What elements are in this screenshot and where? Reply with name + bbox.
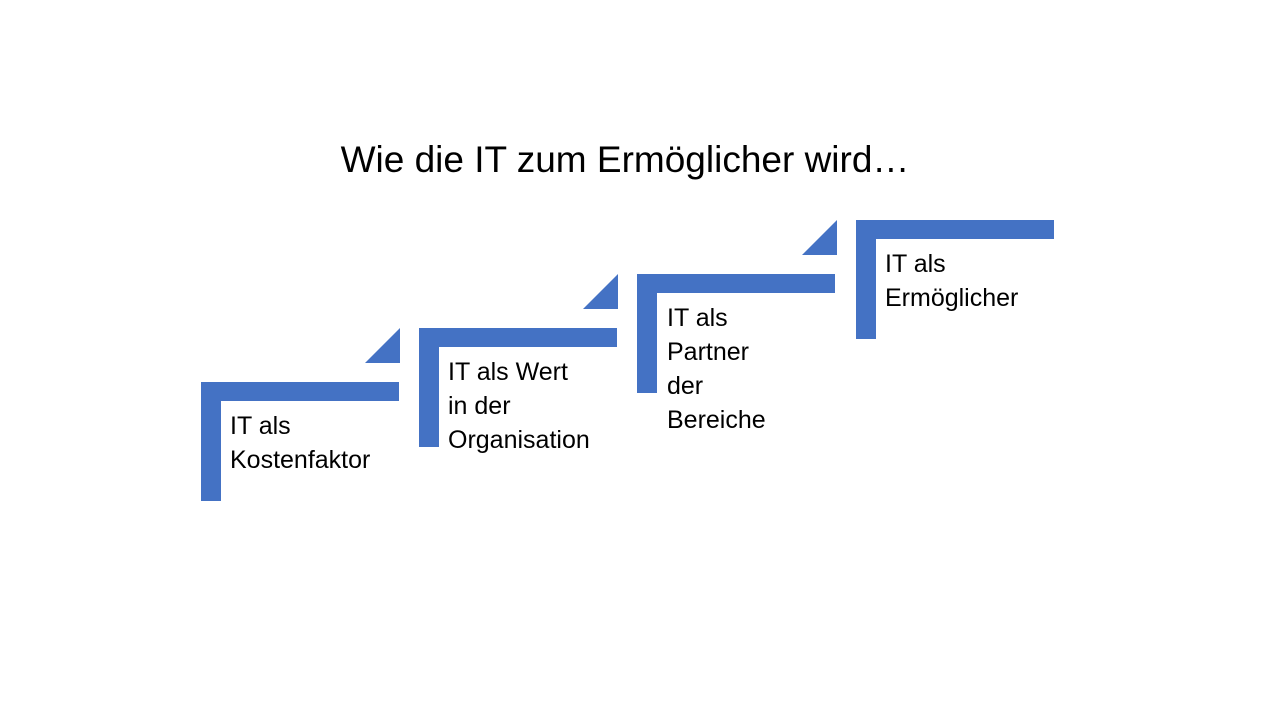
step-4-label: IT als Ermöglicher bbox=[885, 250, 1019, 312]
step-2-side-bar bbox=[419, 328, 439, 447]
step-1-side-bar bbox=[201, 382, 221, 501]
step-2-top-bar bbox=[419, 328, 617, 347]
step-4-side-bar bbox=[856, 220, 876, 339]
step-3-top-bar bbox=[637, 274, 835, 293]
step-1-top-bar bbox=[201, 382, 399, 401]
step-4-top-bar bbox=[856, 220, 1054, 239]
connector-triangle-1 bbox=[365, 328, 400, 363]
step-3-side-bar bbox=[637, 274, 657, 393]
step-1-label: IT als Kostenfaktor bbox=[230, 412, 371, 474]
step-3-label: IT als Partner der Bereiche bbox=[667, 304, 766, 434]
diagram-title: Wie die IT zum Ermöglicher wird… bbox=[340, 139, 910, 180]
connector-triangle-3 bbox=[802, 220, 837, 255]
step-2-label: IT als Wert in der Organisation bbox=[448, 358, 590, 454]
connector-triangle-2 bbox=[583, 274, 618, 309]
